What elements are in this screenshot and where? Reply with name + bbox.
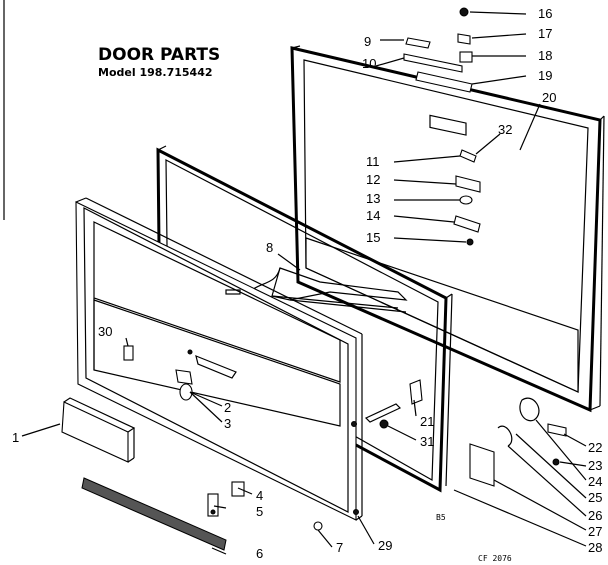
callout-31: 31: [420, 434, 434, 449]
callout-26: 26: [588, 508, 602, 523]
lower-hinge-parts: [207, 481, 245, 517]
callout-12: 12: [366, 172, 380, 187]
callout-6: 6: [256, 546, 263, 561]
trim-strip: [81, 477, 227, 551]
lower-right-hinge-parts: [469, 397, 567, 487]
callout-21: 21: [420, 414, 434, 429]
handle-bracket: [123, 345, 134, 361]
callout-19: 19: [538, 68, 552, 83]
callout-2: 2: [224, 400, 231, 415]
callout-5: 5: [256, 504, 263, 519]
callout-4: 4: [256, 488, 263, 503]
model-number: Model 198.715442: [98, 66, 213, 79]
callout-27: 27: [588, 524, 602, 539]
screw: [313, 521, 323, 531]
callout-8: 8: [266, 240, 273, 255]
callout-11: 11: [366, 154, 380, 169]
diagram-title: DOOR PARTS: [98, 45, 220, 65]
callout-7: 7: [336, 540, 343, 555]
upper-hinge-assembly: [403, 7, 481, 246]
outer-door-panel: [75, 197, 363, 521]
cam-assembly: [364, 379, 423, 429]
callout-20: 20: [542, 90, 556, 105]
callout-13: 13: [366, 191, 380, 206]
callout-30: 30: [98, 324, 112, 339]
callout-16: 16: [538, 6, 552, 21]
callout-1: 1: [12, 430, 19, 445]
latch-assembly: [175, 349, 237, 401]
callout-9: 9: [364, 34, 371, 49]
callout-22: 22: [588, 440, 602, 455]
callout-32: 32: [498, 122, 512, 137]
callout-14: 14: [366, 208, 380, 223]
callout-25: 25: [588, 490, 602, 505]
callout-28: 28: [588, 540, 602, 555]
callout-18: 18: [538, 48, 552, 63]
callout-3: 3: [224, 416, 231, 431]
callout-29: 29: [378, 538, 392, 553]
back-door-panel: [290, 45, 605, 413]
leader-lines: [21, 11, 587, 555]
callout-24: 24: [588, 474, 602, 489]
callout-10: 10: [362, 56, 376, 71]
callout-numbers: 1 2 3 4 5 6 7 8 9 10 11 12 13 14 15 16 1…: [12, 6, 602, 561]
figure-mark: B5: [436, 513, 446, 522]
drawing-code: CF 2076: [478, 554, 512, 563]
door-handle: [61, 397, 136, 463]
callout-17: 17: [538, 26, 552, 41]
callout-15: 15: [366, 230, 380, 245]
callout-23: 23: [588, 458, 602, 473]
